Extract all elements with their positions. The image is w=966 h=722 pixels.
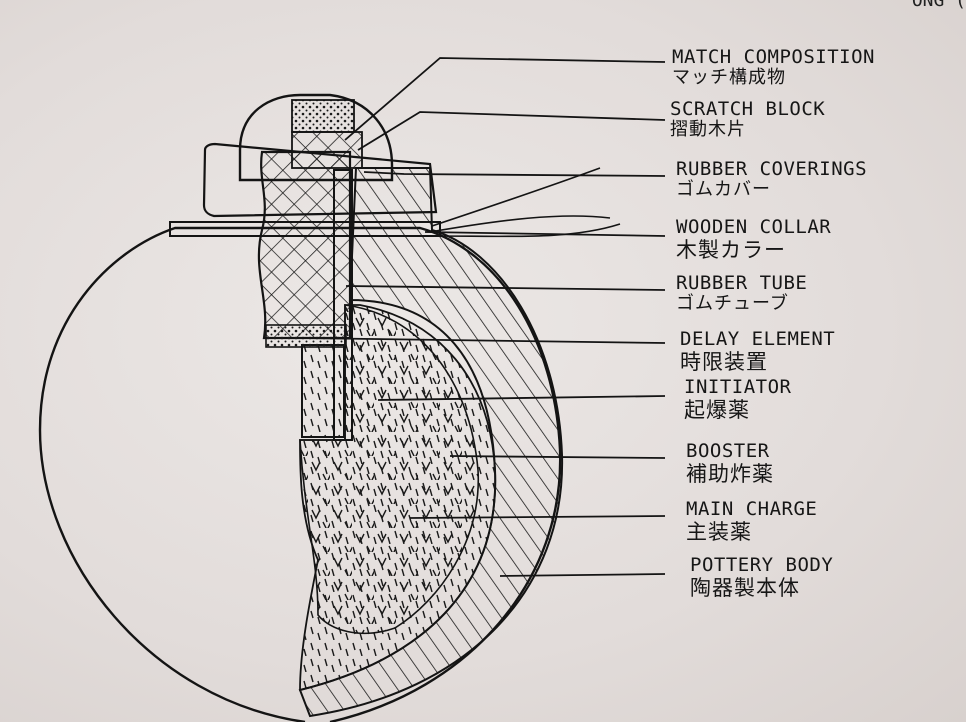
label-main-charge: MAIN CHARGE 主装薬 [686,498,818,544]
label-en: RUBBER COVERINGS [676,158,868,180]
corner-text: ONG ( [911,0,966,11]
leader-lines [299,57,666,577]
label-en: MAIN CHARGE [686,498,818,520]
label-rubber-coverings: RUBBER COVERINGS ゴムカバー [676,158,868,200]
label-jp: ゴムチューブ [676,292,789,314]
label-jp: ゴムカバー [676,178,771,200]
label-scratch-block: SCRATCH BLOCK 摺動木片 [670,98,826,140]
label-en: INITIATOR [684,376,792,398]
rubber-covering-strings [429,167,621,238]
label-wooden-collar: WOODEN COLLAR 木製カラー [676,216,832,262]
label-jp: 時限装置 [680,349,768,374]
label-rubber-tube: RUBBER TUBE ゴムチューブ [676,272,808,314]
label-delay-element: DELAY ELEMENT 時限装置 [680,328,836,374]
rubber-tube-body [333,169,353,441]
label-jp: 補助炸薬 [686,461,774,486]
label-initiator: INITIATOR 起爆薬 [684,376,792,422]
label-en: POTTERY BODY [690,554,834,576]
label-en: RUBBER TUBE [676,272,808,294]
cap-brim [202,142,438,218]
label-pottery-body: POTTERY BODY 陶器製本体 [690,554,834,600]
label-en: WOODEN COLLAR [676,216,832,238]
label-jp: マッチ構成物 [672,66,786,88]
label-en: DELAY ELEMENT [680,328,836,350]
initiator-column [301,344,345,438]
label-jp: 摺動木片 [670,118,746,140]
match-composition-block [291,99,355,133]
cap-dome [238,93,394,182]
pottery-body-shell [298,167,564,718]
label-en: BOOSTER [686,440,770,462]
label-jp: 木製カラー [676,237,786,262]
label-jp: 陶器製本体 [690,575,800,600]
label-en: MATCH COMPOSITION [672,46,875,68]
label-jp: 主装薬 [686,519,752,544]
booster-fill [299,304,479,635]
label-en: SCRATCH BLOCK [670,98,826,120]
scratch-block-body [291,131,363,169]
label-booster: BOOSTER 補助炸薬 [686,440,774,486]
label-jp: 起爆薬 [684,397,750,422]
delay-element-band [265,324,347,348]
label-match-composition: MATCH COMPOSITION マッチ構成物 [672,46,875,88]
